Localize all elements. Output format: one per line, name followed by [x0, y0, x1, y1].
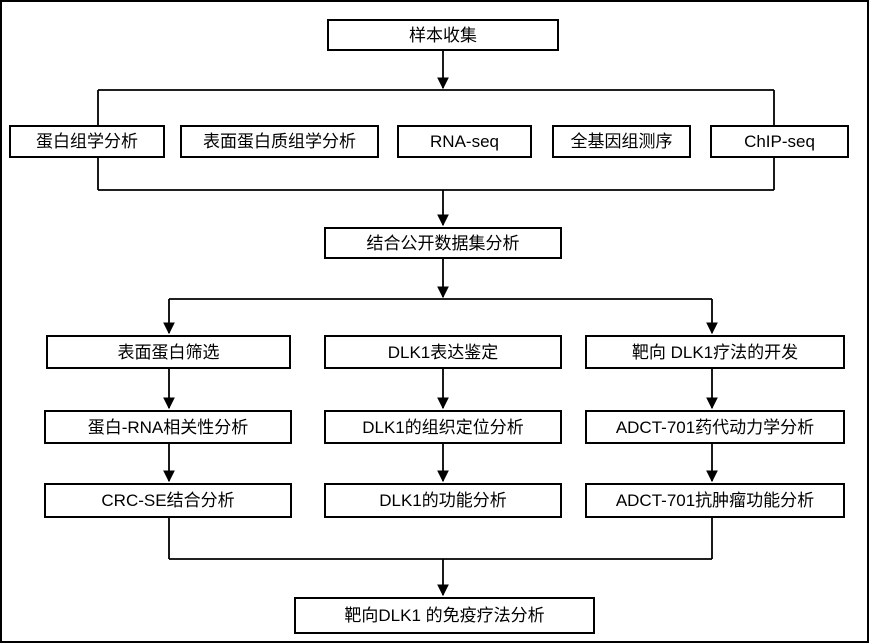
node-dlk1-function: DLK1的功能分析 [324, 483, 562, 518]
node-rna-seq: RNA-seq [397, 125, 532, 158]
node-surface-screening: 表面蛋白筛选 [46, 335, 291, 369]
node-sample-collection: 样本收集 [327, 19, 559, 51]
node-dlk1-expression: DLK1表达鉴定 [324, 335, 562, 369]
node-protein-rna-correlation: 蛋白-RNA相关性分析 [44, 410, 292, 444]
node-adct701-antitumor: ADCT-701抗肿瘤功能分析 [585, 483, 845, 518]
node-surface-proteomics: 表面蛋白质组学分析 [180, 125, 379, 158]
node-proteomics: 蛋白组学分析 [9, 125, 165, 158]
node-adct701-pk: ADCT-701药代动力学分析 [585, 410, 845, 444]
node-dlk1-localization: DLK1的组织定位分析 [324, 410, 562, 444]
node-targeted-therapy-dev: 靶向 DLK1疗法的开发 [585, 335, 845, 369]
node-immunotherapy-analysis: 靶向DLK1 的免疫疗法分析 [294, 597, 595, 634]
node-public-dataset: 结合公开数据集分析 [324, 227, 562, 259]
node-crc-se-binding: CRC-SE结合分析 [44, 483, 292, 518]
node-wgs: 全基因组测序 [552, 125, 691, 158]
node-chip-seq: ChIP-seq [710, 125, 849, 158]
